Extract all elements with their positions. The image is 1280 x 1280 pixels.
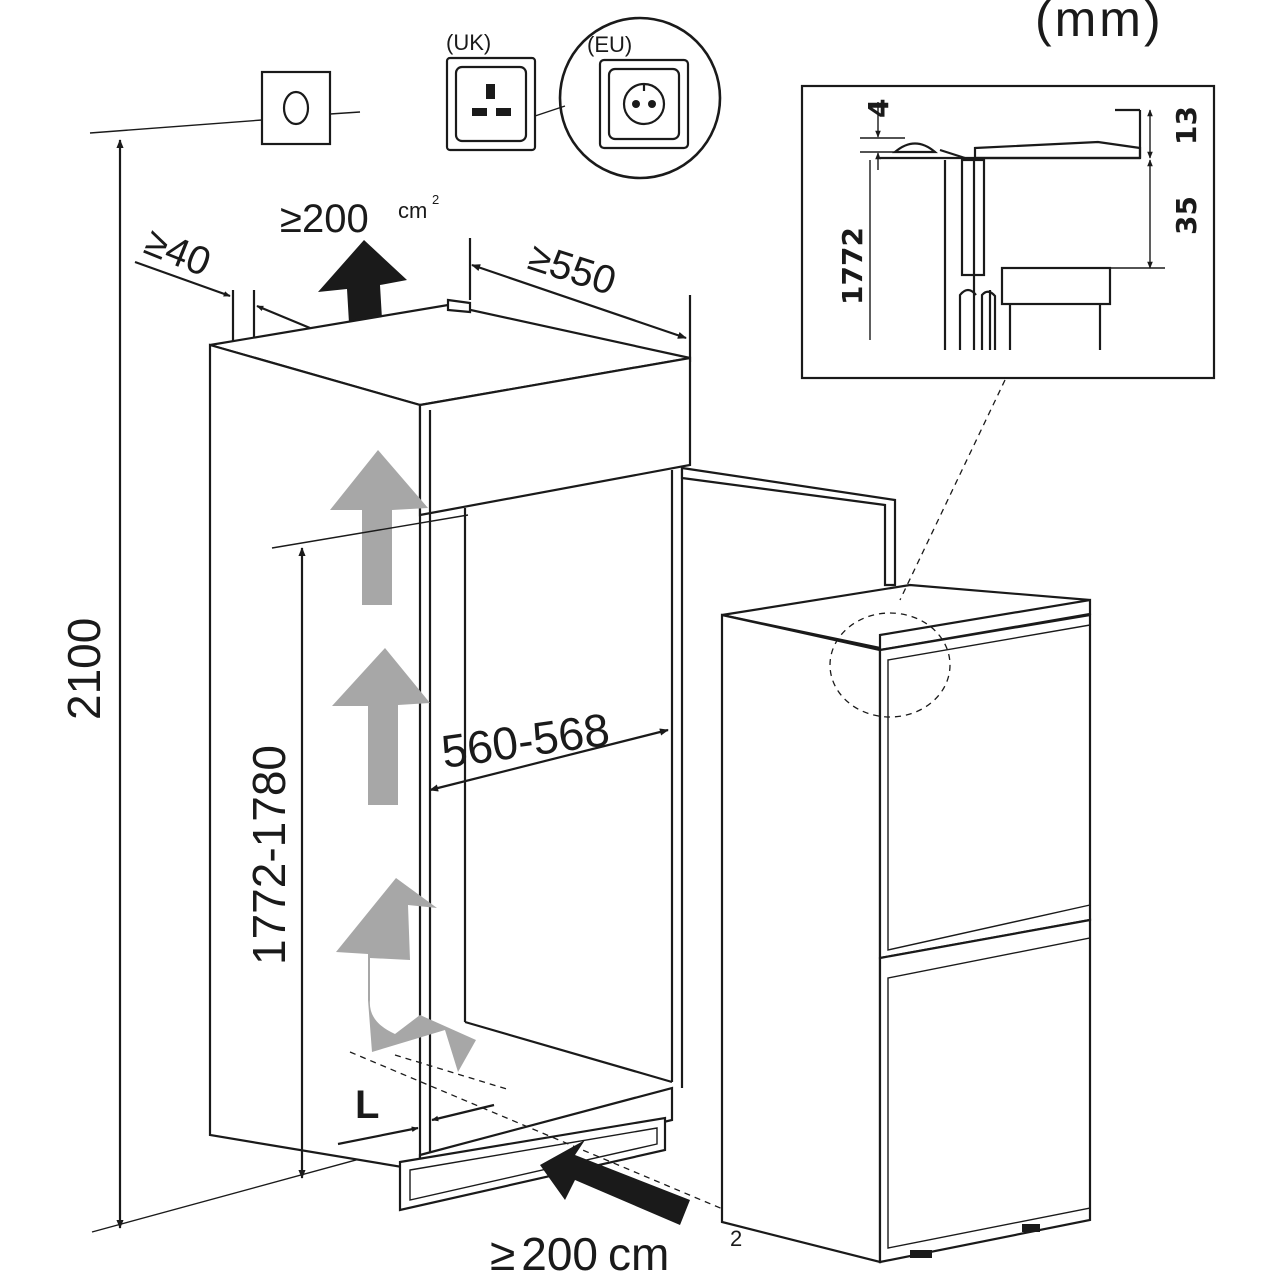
hinge-detail-inset: 4 1772 13 35	[800, 84, 1216, 380]
uk-socket-label: (UK)	[446, 30, 491, 55]
airflow-arrow-bottom	[336, 878, 476, 1072]
airflow-arrows	[330, 450, 690, 1225]
total-height-dimension: 2100	[58, 139, 401, 1233]
detail-appliance-height: 1772	[836, 227, 869, 305]
airflow-arrow-middle	[332, 648, 430, 805]
top-vent-arrow	[318, 240, 407, 323]
plinth-dimension: L	[337, 1083, 495, 1146]
airflow-arrow-top	[330, 450, 428, 605]
eu-socket-icon: (EU)	[558, 16, 722, 180]
fridge-appliance	[720, 379, 1092, 1264]
bottom-intake-arrow	[540, 1140, 690, 1225]
detail-hinge-drop: 35	[1170, 196, 1203, 235]
top-gap-value: ≥40	[139, 220, 217, 286]
plinth-label: L	[355, 1083, 379, 1127]
uk-socket-icon: (UK)	[445, 30, 566, 152]
top-vent-exponent: 2	[432, 192, 439, 207]
top-vent-unit: cm	[398, 198, 427, 223]
total-height-value: 2100	[58, 618, 110, 720]
eu-socket-label: (EU)	[587, 32, 632, 57]
niche-height-value: 1772-1780	[243, 745, 295, 965]
wall-outlet-plate	[89, 70, 361, 146]
niche-height-dimension: 1772-1780	[243, 514, 469, 1179]
niche-depth-value: ≥550	[523, 235, 621, 304]
units-label: (mm)	[1035, 0, 1164, 47]
top-vent-area: ≥200	[280, 197, 369, 241]
bottom-vent-exponent: 2	[730, 1226, 742, 1251]
top-vent: ≥200 cm 2	[280, 192, 439, 323]
detail-hinge-offset: 13	[1170, 106, 1203, 145]
detail-gap-top: 4	[862, 99, 895, 118]
